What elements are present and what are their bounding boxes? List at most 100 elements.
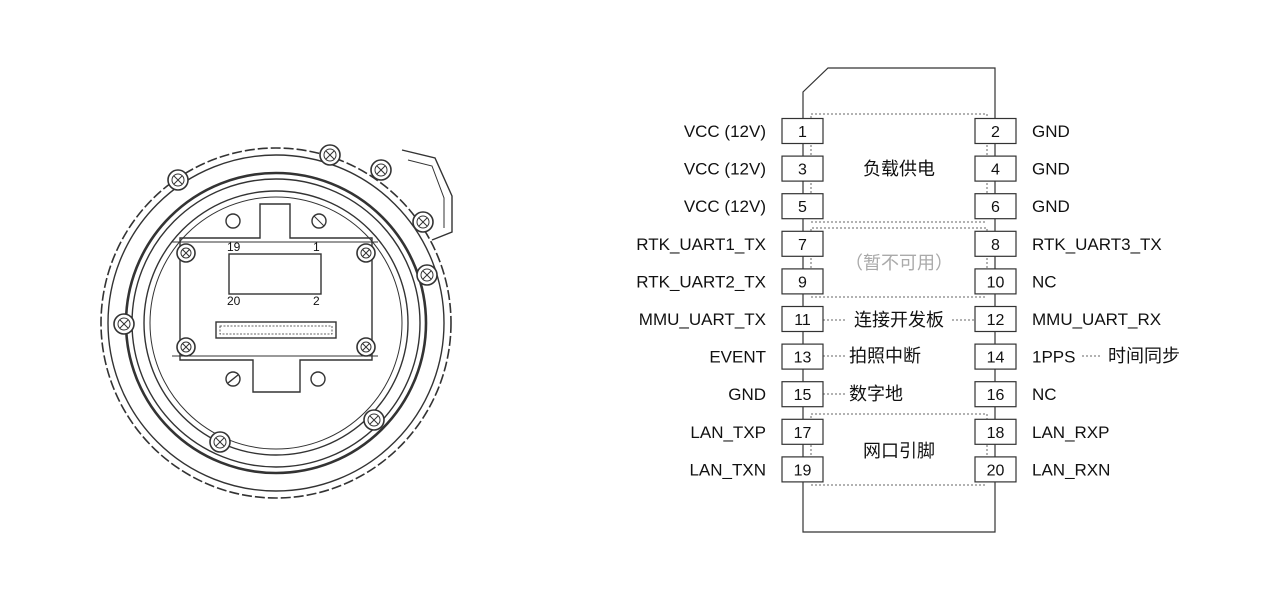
pin-number-16: 16 [987, 387, 1005, 404]
screw-icon [416, 264, 438, 286]
alignment-hole [311, 213, 327, 229]
pin-name-4: GND [1032, 160, 1070, 179]
pin-box-12 [974, 305, 1017, 333]
pin-name-3: VCC (12V) [684, 160, 766, 179]
pin-name-8: RTK_UART3_TX [1032, 235, 1162, 254]
face-ring [143, 190, 409, 456]
connector-face-drawing [100, 147, 453, 499]
pin-name-12: MMU_UART_RX [1032, 310, 1161, 329]
pin-name-14: 1PPS [1032, 348, 1075, 367]
pin-name-13: EVENT [709, 348, 766, 367]
pin-name-20: LAN_RXN [1032, 460, 1110, 479]
reserved-group-frame-top [810, 227, 988, 235]
hole-slot [313, 215, 325, 227]
pin-name-11: MMU_UART_TX [639, 310, 766, 329]
pin-name-17: LAN_TXP [690, 423, 766, 442]
alignment-hole [310, 371, 326, 387]
pin-box-14 [974, 343, 1017, 370]
pin-number-7: 7 [798, 237, 807, 254]
pin-number-4: 4 [991, 162, 1000, 179]
power-group-frame-top [810, 113, 988, 122]
screw-icon [356, 337, 376, 357]
pin-name-7: RTK_UART1_TX [636, 235, 766, 254]
pin-name-9: RTK_UART2_TX [636, 272, 766, 291]
pin-box-3 [781, 155, 824, 182]
pin-number-2: 2 [991, 124, 1000, 141]
group-label-trigger: 拍照中断 [849, 346, 921, 367]
screw-icon [176, 337, 196, 357]
pin-number-13: 13 [794, 350, 812, 367]
group-label-timesync: 时间同步 [1108, 346, 1180, 367]
group-label-digital-ground: 数字地 [849, 384, 903, 405]
connector-label-20: 20 [227, 294, 241, 308]
pin-number-11: 11 [794, 312, 811, 329]
pinout-body [802, 67, 996, 533]
screw-icon [113, 313, 135, 335]
pin-name-19: LAN_TXN [689, 460, 766, 479]
network-group-frame-top [810, 413, 988, 422]
pin-number-19: 19 [794, 462, 812, 479]
screw-icon [209, 431, 231, 453]
pin-number-15: 15 [794, 387, 812, 404]
pin-box-13 [781, 343, 824, 370]
side-latch-inner [407, 159, 445, 228]
pin-box-16 [974, 381, 1017, 408]
pin-box-5 [781, 193, 824, 220]
pin-box-6 [974, 193, 1017, 220]
pin-header-pins [219, 325, 333, 335]
connector-outline [802, 67, 996, 533]
side-latch [401, 149, 453, 241]
pin-box-11 [781, 305, 824, 333]
pin-box-17 [781, 418, 824, 445]
pin-name-15: GND [728, 385, 766, 404]
screw-icon [363, 409, 385, 431]
pin-box-15 [781, 381, 824, 408]
pin-box-7 [781, 230, 824, 257]
pin-box-10 [974, 268, 1017, 295]
alignment-hole-slotted [225, 371, 241, 387]
pin-name-18: LAN_RXP [1032, 423, 1109, 442]
screw-icon [370, 159, 392, 181]
pin-name-5: VCC (12V) [684, 197, 766, 216]
connector-label-2: 2 [313, 294, 320, 308]
pin-box-19 [781, 456, 824, 483]
pin-box-1 [781, 117, 824, 145]
pin-number-3: 3 [798, 162, 807, 179]
screw-icon [412, 211, 434, 233]
inner-panel [179, 203, 373, 393]
connector-label-19: 19 [227, 240, 241, 254]
pin-number-12: 12 [987, 312, 1005, 329]
screw-icon [176, 243, 196, 263]
screw-icon [319, 144, 341, 166]
pin-number-20: 20 [987, 462, 1005, 479]
alignment-hole [225, 213, 241, 229]
pin-number-17: 17 [794, 425, 812, 442]
group-label-devboard: 连接开发板 [854, 310, 944, 331]
pin-box-8 [974, 230, 1017, 257]
pin-name-16: NC [1032, 385, 1057, 404]
pin-number-1: 1 [798, 124, 807, 141]
connector-window [228, 253, 322, 295]
pin-name-1: VCC (12V) [684, 122, 766, 141]
pin-number-14: 14 [987, 350, 1005, 367]
pin-box-9 [781, 268, 824, 295]
pin-number-5: 5 [798, 199, 807, 216]
pin-name-2: GND [1032, 122, 1070, 141]
pin-box-2 [974, 117, 1017, 145]
pin-box-18 [974, 418, 1017, 445]
pin-number-10: 10 [987, 274, 1005, 291]
group-label-unavailable: （暂不可用） [845, 253, 953, 274]
outer-knurled-ring [100, 147, 452, 499]
pin-box-4 [974, 155, 1017, 182]
face-inner-ring [149, 196, 403, 450]
outer-ring [107, 154, 445, 492]
pin-name-10: NC [1032, 272, 1057, 291]
screw-icon [167, 169, 189, 191]
screw-icon [356, 243, 376, 263]
pin-number-6: 6 [991, 199, 1000, 216]
pin-name-6: GND [1032, 197, 1070, 216]
pin-number-9: 9 [798, 274, 807, 291]
